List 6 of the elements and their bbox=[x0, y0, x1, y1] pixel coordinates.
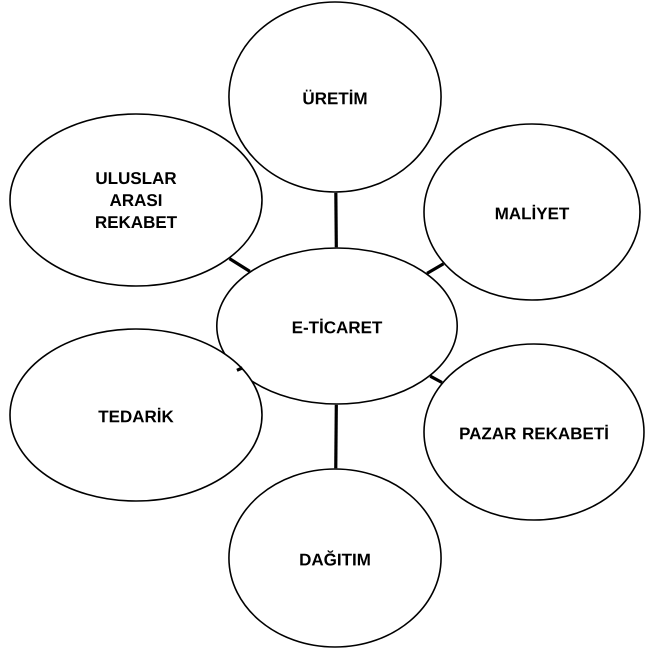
connector-line bbox=[334, 404, 338, 468]
connector-line bbox=[430, 374, 443, 384]
connector-line bbox=[236, 366, 244, 372]
connector-line bbox=[334, 192, 338, 248]
connector-line bbox=[426, 262, 444, 275]
connector-line bbox=[228, 257, 251, 273]
